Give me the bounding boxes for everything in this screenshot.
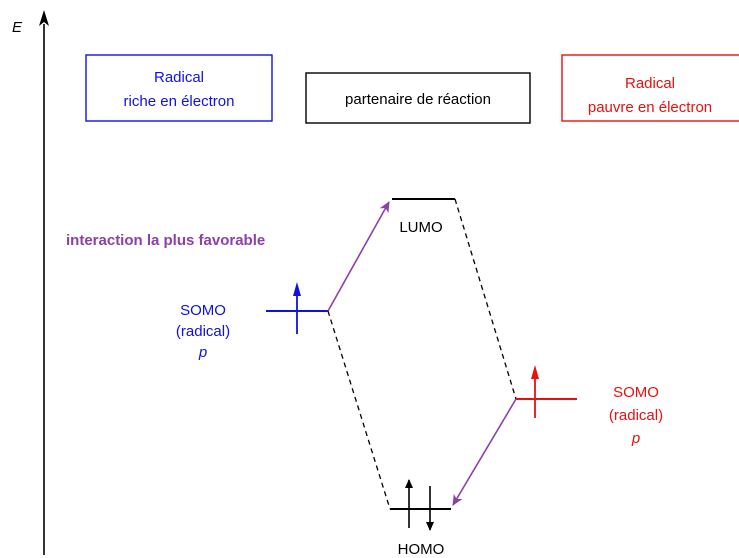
box-rich-radical: Radical riche en électron <box>85 54 273 122</box>
somo-right-arrowhead <box>531 365 539 379</box>
energy-axis: E <box>12 10 49 555</box>
correlation-lines <box>327 198 517 510</box>
energy-axis-label: E <box>12 19 23 36</box>
somo-left-label-2: (radical) <box>176 323 230 340</box>
box-rich-line2: riche en électron <box>124 93 235 110</box>
box-reaction-partner: partenaire de réaction <box>305 72 531 124</box>
somo-left-label-1: SOMO <box>180 302 226 319</box>
somo-right-label-3: p <box>631 430 640 447</box>
interaction-arrow-somo-to-homo <box>452 398 517 506</box>
somo-right-label-2: (radical) <box>609 407 663 424</box>
box-poor-radical: Radical pauvre en électron <box>561 54 739 122</box>
energy-axis-arrowhead <box>39 10 49 26</box>
lumo-label: LUMO <box>399 219 442 236</box>
somo-right-label-1: SOMO <box>613 384 659 401</box>
dash-somo-left-to-homo <box>327 310 391 510</box>
somo-right-level: SOMO (radical) p <box>516 365 663 447</box>
somo-left-label-3: p <box>198 344 207 361</box>
box-rich-line1: Radical <box>154 69 204 86</box>
interaction-arrows <box>327 201 517 506</box>
homo-label: HOMO <box>398 541 445 558</box>
box-poor-line1: Radical <box>625 75 675 92</box>
interaction-arrow-somo-to-lumo <box>327 201 390 312</box>
homo-level: HOMO <box>390 479 451 558</box>
box-partner-label: partenaire de réaction <box>345 91 491 108</box>
box-poor-line2: pauvre en électron <box>588 99 712 116</box>
lumo-level: LUMO <box>392 198 455 236</box>
interaction-label: interaction la plus favorable <box>66 232 265 249</box>
somo-left-level: SOMO (radical) p <box>176 282 328 361</box>
dash-lumo-to-somo-right <box>454 198 517 400</box>
somo-left-arrowhead <box>293 282 301 296</box>
